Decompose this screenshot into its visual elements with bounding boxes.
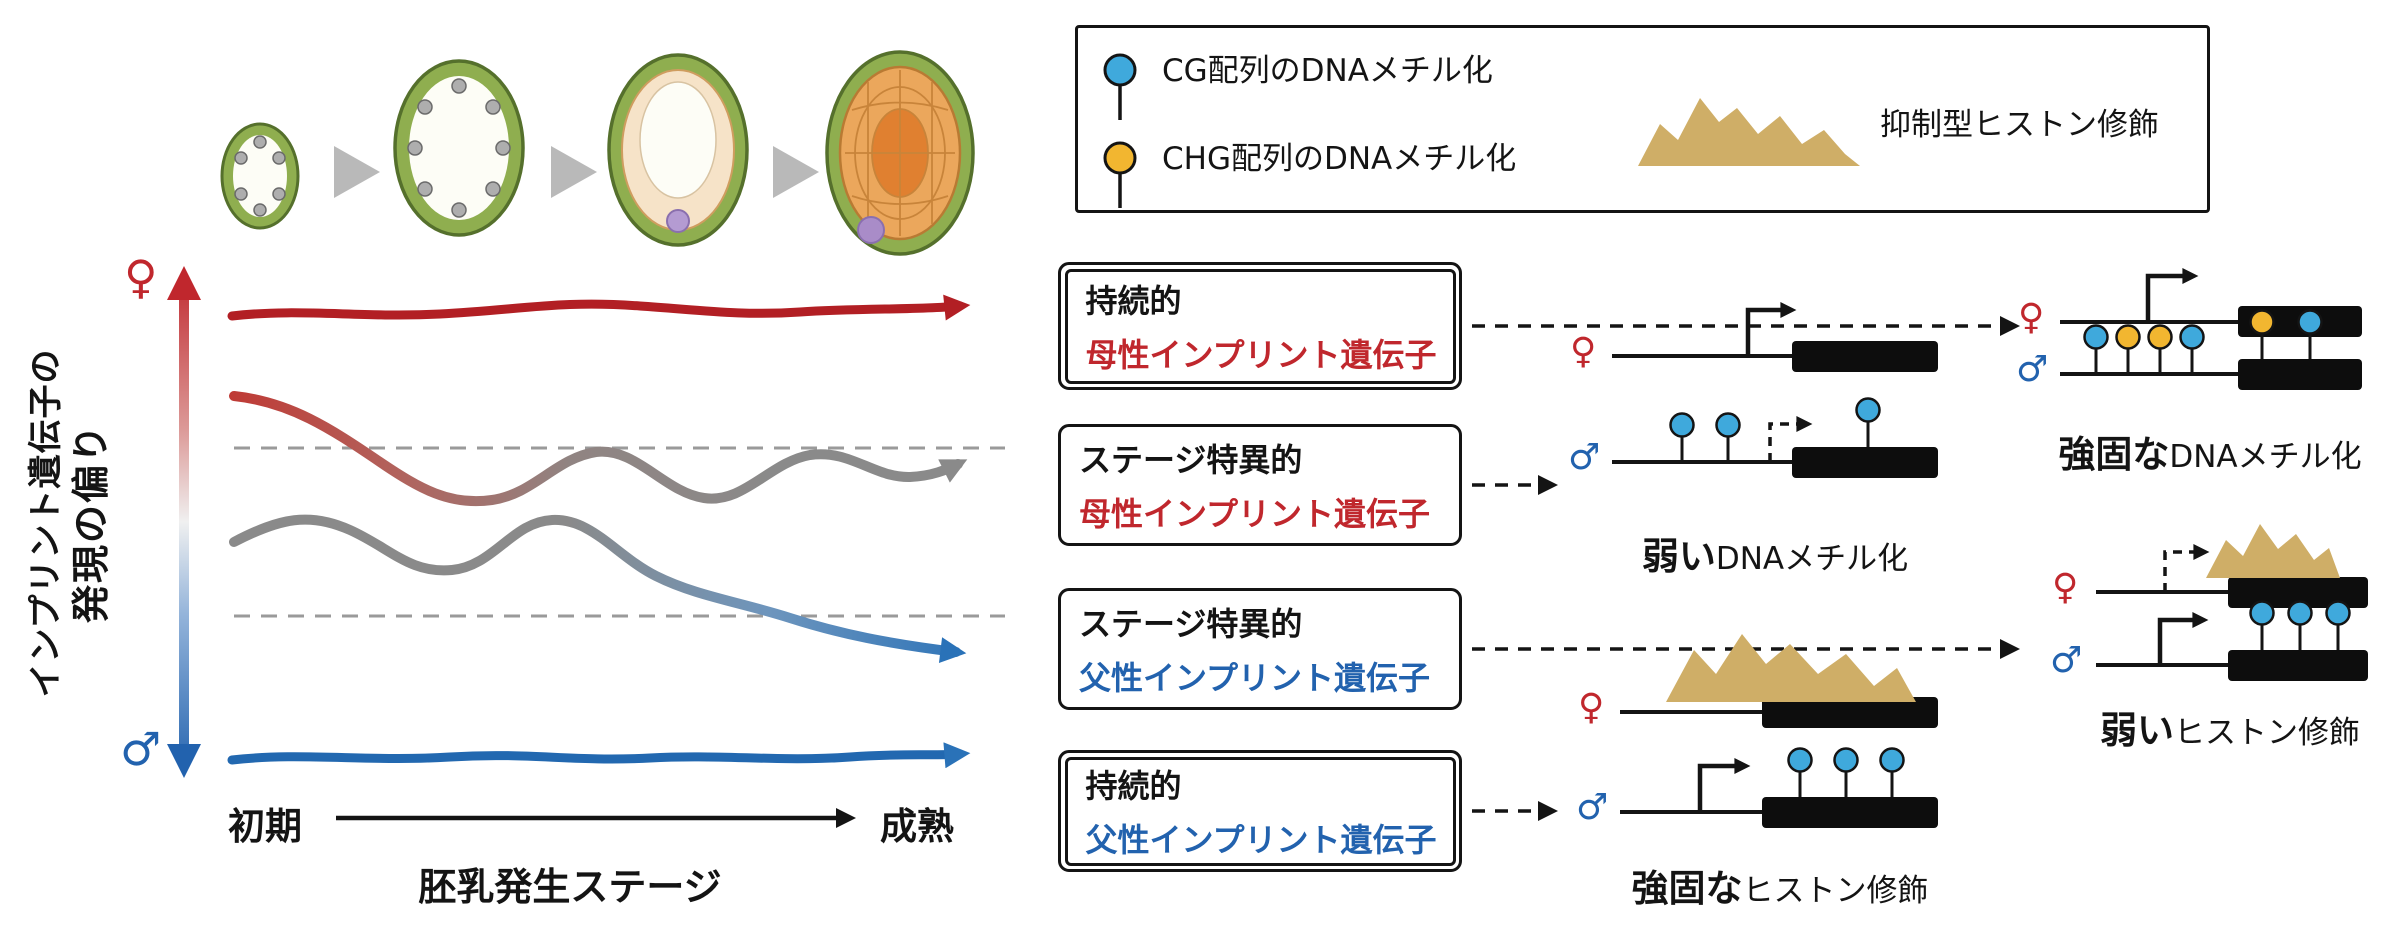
male-symbol: ♂ [1568, 437, 1601, 478]
legend-label-chg: CHG配列のDNAメチル化 [1162, 141, 1517, 177]
female-symbol: ♀ [124, 250, 158, 304]
category-gene-label: 父性インプリント遺伝子 [1079, 659, 1431, 697]
gene-diagram-robust-histone-modification [1620, 634, 1938, 828]
legend-label-cg: CG配列のDNAメチル化 [1162, 53, 1493, 89]
category-box-stage-specific-maternal: ステージ特異的 母性インプリント遺伝子 [1058, 424, 1462, 546]
category-duration-label: 持続的 [1085, 767, 1182, 805]
category-duration-label: ステージ特異的 [1079, 605, 1303, 643]
legend-box [1075, 25, 2210, 213]
male-symbol: ♂ [1576, 787, 1609, 828]
category-box-persistent-maternal: 持続的 母性インプリント遺伝子 [1058, 262, 1462, 390]
cg-methylation-pin-icon [1669, 412, 1695, 462]
repressive-histone-mound-icon [1666, 634, 1916, 702]
gene-diagram-weak-dna-methylation [1612, 302, 1938, 478]
caption-emphasis: 弱い [1641, 535, 1716, 578]
cg-methylation-pin-icon [1715, 412, 1741, 462]
cg-methylation-pin-icon [2287, 600, 2313, 650]
category-duration-label: 持続的 [1085, 282, 1182, 320]
weak-transcription-arrow-icon [2163, 544, 2210, 592]
cg-methylation-pin-icon [1833, 747, 1859, 797]
male-symbol: ♂ [2016, 349, 2049, 390]
curve-stage-specific-maternal [229, 391, 968, 507]
caption-weak-histone-modification: 弱いヒストン修飾 [2070, 700, 2390, 754]
gene-body [2238, 359, 2362, 390]
caption-emphasis: 強固な [2058, 433, 2170, 476]
category-box-persistent-paternal: 持続的 父性インプリント遺伝子 [1058, 750, 1462, 872]
y-axis-title: インプリント遺伝子の 発現の偏り [25, 238, 115, 808]
cg-methylation-pin-icon [2297, 309, 2323, 359]
legend-label-histone: 抑制型ヒストン修飾 [1880, 107, 2159, 143]
chg-methylation-pin-icon [2147, 324, 2173, 374]
y-axis-gradient-arrow [167, 266, 201, 778]
cg-methylation-pin-icon [1855, 397, 1881, 447]
female-symbol: ♀ [1570, 331, 1597, 372]
caption-robust-dna-methylation: 強固なDNAメチル化 [2040, 424, 2380, 478]
cg-methylation-pin-icon [1787, 747, 1813, 797]
chg-methylation-pin-icon [2115, 324, 2141, 374]
chg-methylation-pin-icon [2249, 309, 2275, 359]
weak-transcription-arrow-icon [1768, 416, 1813, 462]
x-axis-title: 胚乳発生ステージ [418, 865, 722, 909]
caption-emphasis: 弱い [2100, 709, 2174, 752]
seed-stage-4-icon [825, 50, 975, 256]
repressive-histone-mound-icon [2206, 524, 2340, 578]
category-gene-label: 父性インプリント遺伝子 [1085, 821, 1437, 859]
gene-body [1762, 797, 1938, 828]
caption-emphasis: 強固な [1631, 867, 1743, 910]
transcription-arrow-icon [1697, 758, 1751, 812]
caption-rest: DNAメチル化 [2169, 439, 2362, 475]
x-axis-end-label: 成熟 [880, 805, 954, 848]
x-axis-start-label: 初期 [228, 805, 302, 848]
stage-arrow-icon [773, 146, 819, 198]
gene-diagram-weak-histone-modification [2096, 524, 2368, 681]
category-box-stage-specific-paternal: ステージ特異的 父性インプリント遺伝子 [1058, 588, 1462, 710]
category-duration-label: ステージ特異的 [1079, 441, 1303, 479]
curve-stage-specific-paternal [229, 514, 967, 664]
female-symbol: ♀ [2052, 567, 2079, 608]
seed-stage-icons [220, 50, 975, 256]
cg-methylation-pin-icon [2083, 324, 2109, 374]
gene-body [2228, 650, 2368, 681]
y-axis-title-line1: インプリント遺伝子の [26, 348, 66, 698]
gene-body [1762, 697, 1938, 728]
cg-methylation-pin-icon [2179, 324, 2205, 374]
stage-arrow-icon [551, 146, 597, 198]
female-symbol: ♀ [2018, 297, 2045, 338]
seed-stage-1-icon [220, 122, 300, 230]
gene-body [1792, 447, 1938, 478]
seed-stage-3-icon [607, 53, 749, 247]
curve-persistent-paternal [227, 742, 971, 769]
caption-rest: ヒストン修飾 [1742, 873, 1929, 909]
gene-diagram-robust-dna-methylation [2060, 268, 2362, 390]
category-gene-label: 母性インプリント遺伝子 [1079, 495, 1431, 533]
cg-methylation-pin-icon [2249, 600, 2275, 650]
transcription-arrow-icon [1745, 302, 1797, 356]
cg-methylation-pin-icon [1103, 53, 1137, 120]
caption-rest: DNAメチル化 [1715, 541, 1909, 577]
gene-body [2228, 577, 2368, 608]
female-symbol: ♀ [1578, 687, 1605, 728]
transcription-arrow-icon [2157, 612, 2209, 665]
category-gene-label: 母性インプリント遺伝子 [1085, 336, 1437, 374]
male-symbol: ♂ [2050, 640, 2083, 681]
chg-methylation-pin-icon [1103, 141, 1137, 208]
seed-stage-2-icon [393, 59, 525, 237]
male-symbol: ♂ [120, 722, 162, 776]
cg-methylation-pin-icon [2325, 600, 2351, 650]
caption-rest: ヒストン修飾 [2174, 715, 2360, 751]
y-axis-title-line2: 発現の偏り [68, 423, 113, 624]
caption-robust-histone-modification: 強固なヒストン修飾 [1610, 858, 1950, 912]
gene-body [1792, 341, 1938, 372]
caption-weak-dna-methylation: 弱いDNAメチル化 [1600, 526, 1950, 580]
curve-persistent-maternal [227, 294, 971, 321]
cg-methylation-pin-icon [1879, 747, 1905, 797]
transcription-arrow-icon [2145, 268, 2199, 322]
stage-arrow-icon [334, 146, 380, 198]
repressive-histone-mound-icon [1638, 98, 1860, 166]
